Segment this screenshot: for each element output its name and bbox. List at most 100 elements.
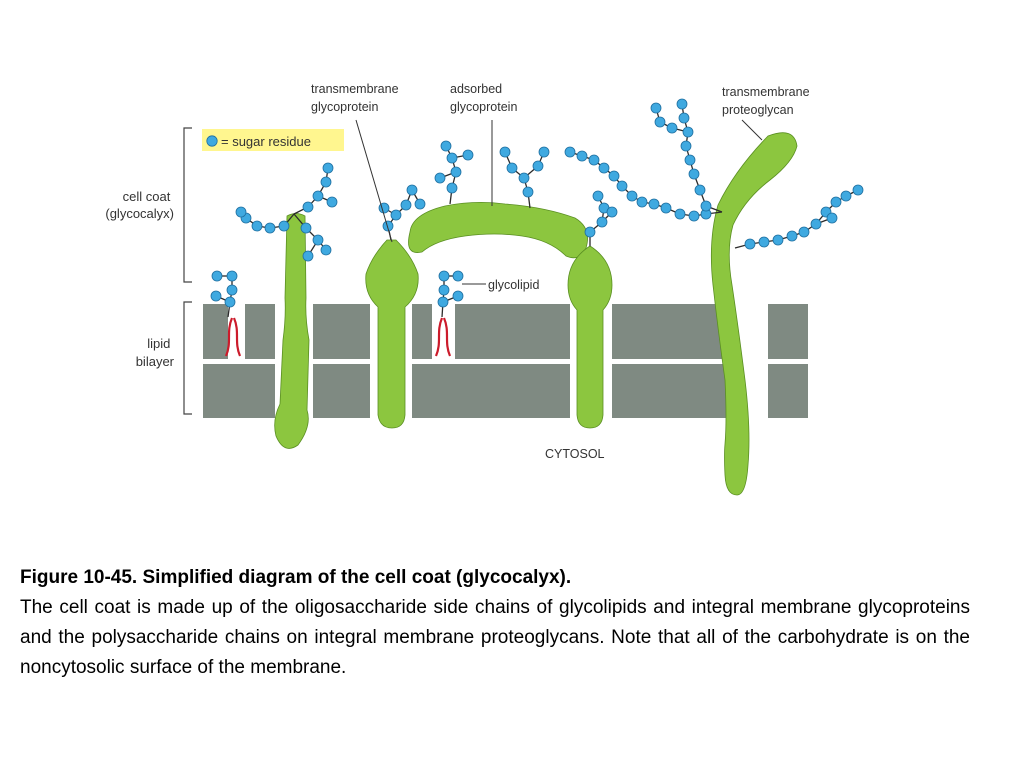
sugar-residue xyxy=(636,196,648,208)
label-pointers xyxy=(355,119,763,285)
sugar-residue xyxy=(211,270,223,282)
sugar-residue xyxy=(830,196,842,208)
sugar-residue xyxy=(499,146,511,158)
transmembrane-glycoprotein-shape xyxy=(365,239,419,429)
bilayer-block xyxy=(313,304,370,359)
sugar-residue xyxy=(226,270,238,282)
glycocalyx-diagram: = sugar residue transmembrane glycoprote… xyxy=(105,82,864,496)
sugar-residue xyxy=(758,236,770,248)
region-brackets xyxy=(183,127,192,415)
label-line: proteoglycan xyxy=(722,103,794,117)
sugar-chain xyxy=(227,276,233,318)
sugar-residue xyxy=(450,166,462,178)
label-line: adsorbed xyxy=(450,82,502,96)
bracket-cell-coat xyxy=(183,127,192,283)
sugar-residue xyxy=(300,222,312,234)
label-adsorbed-glycoprotein: adsorbed glycoprotein xyxy=(450,82,517,114)
label-transmembrane-glycoprotein: transmembrane glycoprotein xyxy=(311,82,402,114)
sugar-residue xyxy=(588,154,600,166)
sugar-residue xyxy=(682,126,694,138)
sugar-residue xyxy=(302,201,314,213)
sugar-residue xyxy=(400,199,412,211)
sugar-residue xyxy=(446,182,458,194)
sugar-residue xyxy=(826,212,838,224)
pointer-transmembrane-proteoglycan xyxy=(741,119,763,141)
sugar-residue xyxy=(674,208,686,220)
label-cell-coat: cell coat (glycocalyx) xyxy=(105,189,174,221)
label-lipid-bilayer: lipid bilayer xyxy=(136,336,175,369)
label-line: lipid xyxy=(147,336,170,351)
transmembrane-proteoglycan-shape xyxy=(710,132,798,496)
sugar-residue xyxy=(744,238,756,250)
sugar-residue xyxy=(438,284,450,296)
bilayer-block xyxy=(768,364,808,418)
sugar-residue xyxy=(648,198,660,210)
sugar-residue xyxy=(506,162,518,174)
sugar-residue xyxy=(592,190,604,202)
sugar-residue xyxy=(596,216,608,228)
sugar-residue xyxy=(462,149,474,161)
label-transmembrane-proteoglycan: transmembrane proteoglycan xyxy=(722,85,813,117)
label-line: bilayer xyxy=(136,354,175,369)
sugar-residue xyxy=(684,154,696,166)
bilayer-block xyxy=(768,304,808,359)
sugar-residue xyxy=(798,226,810,238)
sugar-residue xyxy=(326,196,338,208)
bilayer-outer-leaflet xyxy=(203,304,808,359)
sugar-residue xyxy=(688,168,700,180)
bilayer-block xyxy=(612,304,727,359)
bilayer-block xyxy=(313,364,370,418)
sugar-residue xyxy=(264,222,276,234)
bilayer-inner-leaflet xyxy=(203,364,808,418)
sugar-residue xyxy=(320,176,332,188)
sugar-residue xyxy=(518,172,530,184)
sugar-chains xyxy=(210,98,864,318)
sugar-residue xyxy=(406,184,418,196)
sugar-residue xyxy=(700,200,712,212)
sugar-residue xyxy=(576,150,588,162)
sugar-residue xyxy=(452,290,464,302)
sugar-residue-key: = sugar residue xyxy=(202,129,344,151)
sugar-residue xyxy=(312,234,324,246)
label-line: (glycocalyx) xyxy=(105,206,174,221)
lipid-tail xyxy=(232,317,242,357)
sugar-residue xyxy=(606,206,618,218)
sugar-residue xyxy=(390,209,402,221)
bracket-lipid-bilayer xyxy=(183,301,192,415)
sugar-residue xyxy=(434,172,446,184)
sugar-residue xyxy=(452,270,464,282)
sugar-residue xyxy=(598,162,610,174)
label-line: cell coat xyxy=(123,189,171,204)
sugar-residue xyxy=(446,152,458,164)
sugar-residue xyxy=(626,190,638,202)
glycolipid-protein-shape xyxy=(567,245,613,429)
figure-caption: Figure 10-45. Simplified diagram of the … xyxy=(20,563,970,683)
bilayer-block xyxy=(612,364,727,418)
sugar-residue xyxy=(810,218,822,230)
sugar-residue xyxy=(852,184,864,196)
label-line: transmembrane xyxy=(722,85,810,99)
sugar-residue xyxy=(772,234,784,246)
label-line: transmembrane xyxy=(311,82,399,96)
sugar-residue xyxy=(437,296,449,308)
sugar-residue xyxy=(312,190,324,202)
sugar-residue xyxy=(322,162,334,174)
lipid-tail xyxy=(434,317,444,357)
bilayer-block xyxy=(412,304,432,359)
bilayer-block xyxy=(412,364,570,418)
sugar-residue xyxy=(694,184,706,196)
bilayer-block xyxy=(455,304,570,359)
sugar-residue xyxy=(210,290,222,302)
label-glycolipid: glycolipid xyxy=(488,278,539,292)
caption-title: Figure 10-45. Simplified diagram of the … xyxy=(20,567,572,588)
sugar-residue xyxy=(680,140,692,152)
sugar-residue xyxy=(235,206,247,218)
key-highlight xyxy=(202,129,344,151)
label-line: glycoprotein xyxy=(450,100,517,114)
sugar-residue-icon xyxy=(206,135,218,147)
sugar-residue xyxy=(382,220,394,232)
sugar-residue-key-label: = sugar residue xyxy=(221,134,311,149)
sugar-chain xyxy=(441,276,445,318)
sugar-residue xyxy=(840,190,852,202)
sugar-residue xyxy=(414,198,426,210)
